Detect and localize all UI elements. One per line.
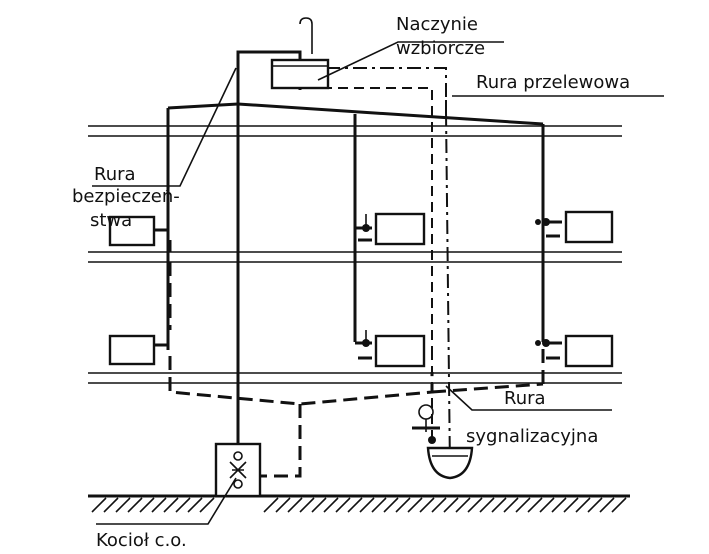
radiator-left-lower (108, 334, 156, 366)
boiler-label: Kocioł c.o. (96, 530, 187, 551)
safety-pipe-label-1: Rura (94, 164, 136, 185)
floor-slab-3 (88, 372, 622, 384)
radiator-valves (362, 214, 550, 347)
supply-pipes (154, 50, 562, 454)
signal-funnel (412, 404, 474, 480)
radiator-right-lower (564, 334, 614, 368)
leader-lines (92, 41, 664, 525)
overflow-pipe-label: Rura przelewowa (476, 72, 630, 93)
safety-pipe-label-2: bezpieczeń- (72, 186, 180, 207)
signal-pipe-label-1: Rura (504, 388, 546, 409)
signal-pipe-label-2: sygnalizacyjna (466, 426, 598, 447)
radiator-middle-lower (374, 334, 426, 368)
radiator-left-upper (108, 215, 156, 247)
overflow-pipe (326, 67, 451, 471)
radiator-middle-upper (374, 212, 426, 246)
expansion-vessel (270, 17, 330, 90)
safety-pipe-label-3: stwa (90, 210, 132, 231)
signal-pipe (322, 87, 433, 440)
ground-line (88, 494, 630, 513)
expansion-vessel-label-1: Naczynie (396, 14, 478, 35)
expansion-vessel-label-2: wzbiorcze (396, 38, 485, 59)
boiler (214, 442, 262, 498)
radiator-right-upper (564, 210, 614, 244)
